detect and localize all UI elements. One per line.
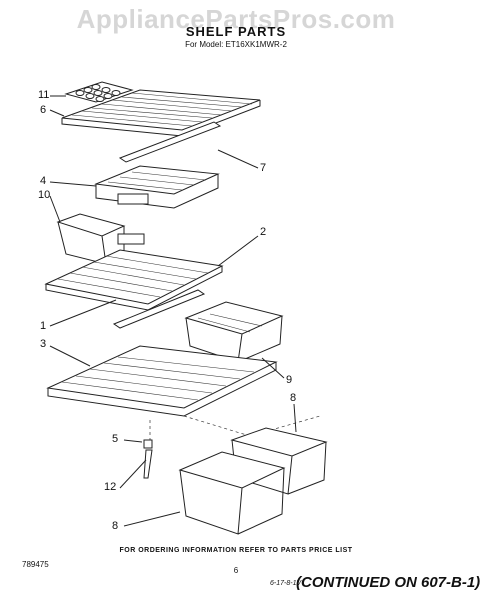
part-9-crisper-pan[interactable] bbox=[184, 301, 284, 363]
part-12-stud[interactable] bbox=[143, 449, 153, 479]
callout-3: 3 bbox=[40, 338, 47, 350]
part-8-crisper-pan-left[interactable] bbox=[178, 451, 286, 535]
document-stamp: 6-17-8-1V bbox=[270, 580, 302, 587]
part-6-wire-shelf[interactable] bbox=[61, 89, 261, 137]
callout-9: 9 bbox=[286, 374, 293, 386]
part-3-crisper-cover[interactable] bbox=[46, 345, 278, 417]
callout-12: 12 bbox=[104, 481, 117, 493]
callout-8-lower: 8 bbox=[112, 520, 119, 532]
callout-8-upper: 8 bbox=[290, 392, 297, 404]
part-4-shelf[interactable] bbox=[94, 165, 220, 209]
callout-5: 5 bbox=[112, 433, 119, 445]
model-subtitle: For Model: ET16XK1MWR-2 bbox=[185, 40, 287, 49]
page-title: SHELF PARTS bbox=[185, 24, 287, 39]
callout-7: 7 bbox=[260, 162, 267, 174]
ordering-note: FOR ORDERING INFORMATION REFER TO PARTS … bbox=[119, 547, 353, 554]
part-7-shelf-trim[interactable] bbox=[118, 121, 222, 163]
callout-6: 6 bbox=[40, 104, 47, 116]
part-5-clip[interactable] bbox=[143, 439, 153, 449]
callout-4: 4 bbox=[40, 175, 47, 187]
continued-note: (CONTINUED ON 607-B-1) bbox=[296, 574, 480, 591]
callout-1: 1 bbox=[40, 320, 47, 332]
part-11-egg-tray[interactable] bbox=[64, 81, 134, 103]
watermark-text: AppliancePartsPros.com bbox=[76, 4, 396, 34]
part-2-wire-shelf[interactable] bbox=[44, 249, 224, 311]
callout-10: 10 bbox=[38, 189, 51, 201]
part-1-shelf-trim[interactable] bbox=[112, 289, 206, 329]
document-number: 789475 bbox=[22, 560, 49, 569]
callout-2: 2 bbox=[260, 226, 267, 238]
callout-11: 11 bbox=[38, 89, 50, 101]
page-number: 6 bbox=[233, 566, 239, 575]
